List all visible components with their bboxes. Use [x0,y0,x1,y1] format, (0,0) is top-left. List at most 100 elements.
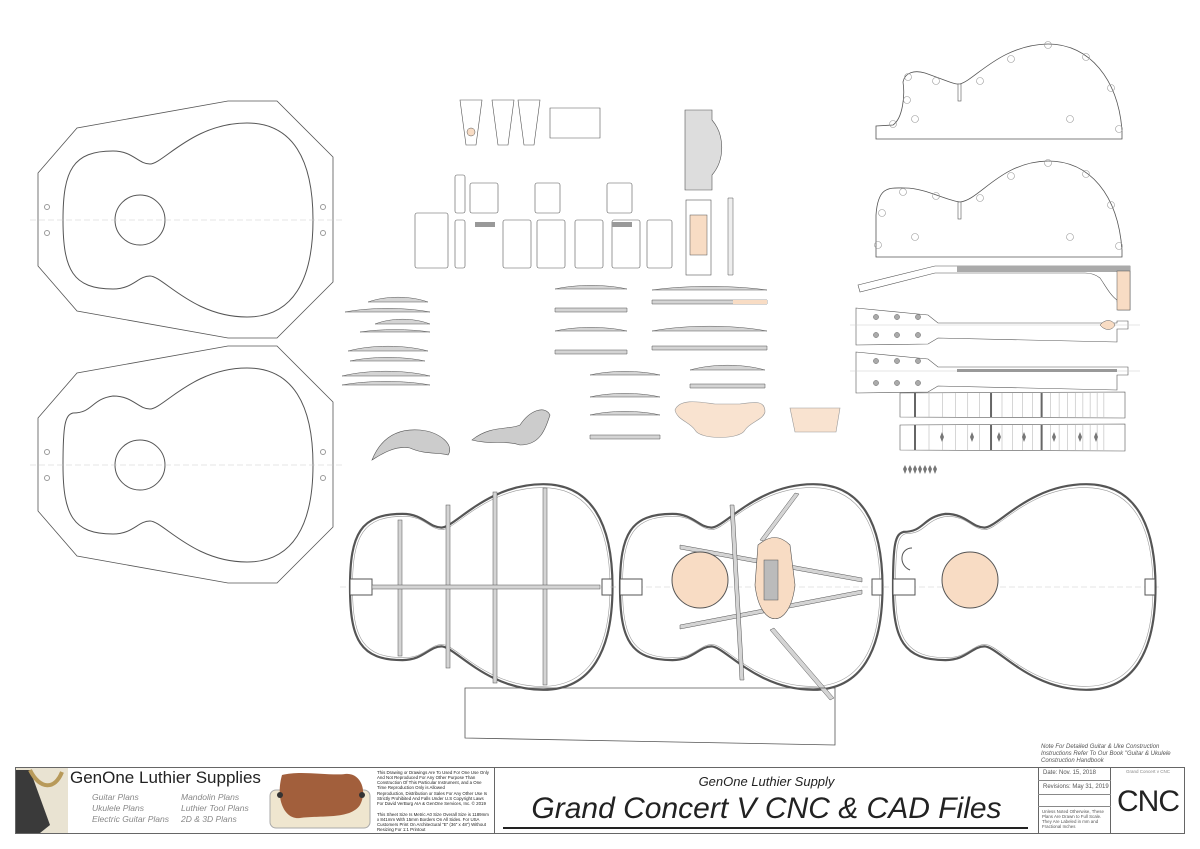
top-brace-blank [554,349,628,355]
side-dot-marker [913,465,917,474]
tuner-hole [873,380,879,386]
alignment-pin-hole [44,230,50,236]
tuner-hole [894,380,900,386]
tuner-hole [873,332,879,338]
tail-block [1144,578,1156,596]
tuner-hole [894,314,900,320]
cutaway-guitar-body-outline [62,367,314,563]
sheet-code: CNC [1117,785,1180,818]
neck-block [349,578,373,596]
back-brace-blank [341,370,431,377]
cutaway-top-body-outline [891,483,1157,691]
heel-block [517,99,541,146]
back-brace-blank [374,318,431,325]
plan-link-luthier-tool[interactable]: Luthier Tool Plans [181,803,249,813]
top-brace-blank [589,393,661,398]
cutaway-top-body-inner-line [895,487,1154,687]
guitar-parts [341,41,1140,746]
sheet-name: Grand Concert v CNC [1125,769,1170,774]
back-brace-blank [367,296,429,303]
tuner-hole [915,380,921,386]
mold-clamp-hole [911,115,919,123]
divider [1038,780,1111,781]
top-brace-blank [589,371,661,376]
top-brace [729,504,745,681]
side-dot-marker [918,465,922,474]
back-brace-blank [341,381,431,386]
alignment-pin-hole [320,449,326,455]
mold-clamp-hole [1044,41,1052,49]
mold-clamp-hole [1115,242,1123,250]
mold-clamp-hole [976,194,984,202]
plan-link-mandolin[interactable]: Mandolin Plans [181,792,240,802]
divider [1038,806,1111,807]
back-brace-blank [344,308,431,313]
date-section [1038,767,1111,834]
cutaway-pickguard [471,409,551,446]
neck-block-part [454,174,466,214]
heel-cap [1116,270,1131,311]
top-brace-blank [554,307,628,313]
neck-block-part [469,182,499,214]
position-marker-inlay [1094,432,1098,442]
tail-block [871,578,883,596]
plan-link-electric-guitar[interactable]: Electric Guitar Plans [92,814,169,824]
bridge-patch [674,401,766,438]
mold-clamp-hole [874,241,882,249]
x-brace-blank [651,325,768,332]
sound-hole-rosette [671,551,729,609]
position-marker-inlay [1022,432,1026,442]
mold-clamp-hole [911,233,919,241]
top-brace [769,627,835,701]
mold-clamp-hole [903,96,911,104]
tuner-hole [915,332,921,338]
side-bending-template [464,687,836,746]
x-brace-blank [651,345,768,351]
tuner-hole [894,358,900,364]
truss-rod-channel [957,369,1117,372]
truss-rod-slot [612,222,632,227]
position-marker-inlay [970,432,974,442]
waist-slot [957,83,962,102]
truss-rod-slot [475,222,495,227]
mold-clamp-hole [932,77,940,85]
mold-clamp-hole [1107,201,1115,209]
tuner-hole [873,358,879,364]
guitar-body-outlines [30,100,1161,701]
sound-hole-rosette [941,551,999,609]
alignment-pin-hole [320,475,326,481]
plan-link-guitar[interactable]: Guitar Plans [92,792,139,802]
top-brace-blank [589,411,661,416]
mold-clamp-hole [1107,84,1115,92]
neck-block-part [454,219,466,269]
mold-clamp-hole [899,188,907,196]
bridge [763,559,779,601]
plan-link-2d-3d[interactable]: 2D & 3D Plans [181,814,237,824]
neck-block-part [646,219,673,269]
alignment-pin-hole [44,449,50,455]
mold-clamp-hole [976,77,984,85]
side-mold [875,160,1123,258]
back-center-strip [371,584,601,590]
alignment-pin-hole [44,475,50,481]
top-brace-blank [589,434,661,440]
side-dot-marker [903,465,907,474]
side-dot-marker [933,465,937,474]
legal-text-usage: This Drawing or Drawings Are To Used For… [377,770,489,790]
saddle-area [689,214,708,256]
tuner-hole [915,314,921,320]
x-brace-blank [689,365,766,371]
pickguard [371,429,450,461]
neck-side-profile [857,265,1131,311]
heel-block [459,99,483,146]
mold-clamp-hole [1115,125,1123,133]
waist-slot [957,201,962,220]
position-marker-inlay [1078,432,1082,442]
divider [1038,794,1111,795]
title-block-brand-section [15,767,495,834]
construction-note: Note For Detailed Guitar & Uke Construct… [1041,744,1171,764]
fretboard-profile [957,266,1130,272]
brace-joint [733,300,767,304]
plan-link-ukulele[interactable]: Ukulele Plans [92,803,144,813]
